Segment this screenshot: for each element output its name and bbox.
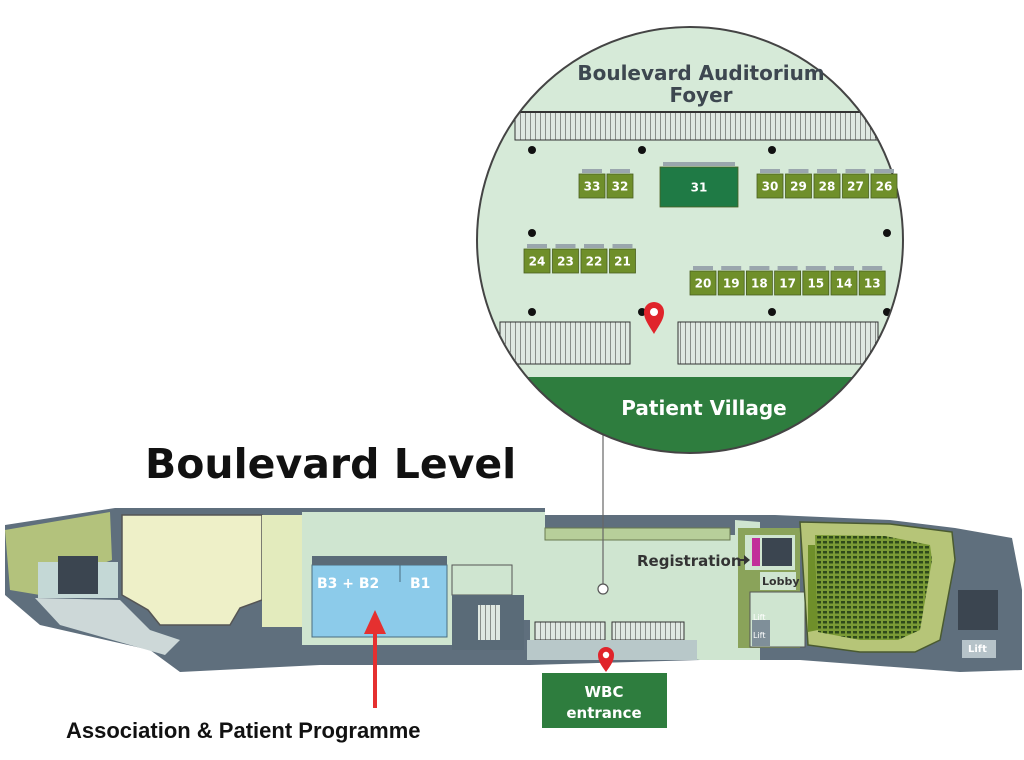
booth-31: 31 [659, 162, 739, 208]
booth-18-label: 18 [751, 276, 768, 290]
room-b3-b2-b1 [311, 564, 448, 638]
booth-24: 24 [523, 244, 551, 274]
foyer-title-line2: Foyer [669, 83, 732, 107]
lift-label-1: Lift [753, 613, 766, 622]
booth-30: 30 [756, 169, 784, 199]
booth-26: 26 [870, 169, 898, 199]
callout-point [597, 583, 609, 595]
room-b3-b2-label: B3 + B2 [317, 576, 379, 592]
lift-right [962, 640, 996, 658]
booth-21: 21 [609, 244, 636, 274]
booth-17: 17 [774, 266, 801, 296]
central-foyer [302, 512, 760, 660]
booth-23-label: 23 [557, 254, 574, 268]
booth-14-label: 14 [836, 276, 853, 290]
booth-17-label: 17 [779, 276, 796, 290]
booth-19-label: 19 [723, 276, 740, 290]
booth-21-label: 21 [614, 254, 631, 268]
booth-33-label: 33 [584, 179, 601, 193]
registration-desk [752, 538, 760, 566]
foyer-zoom-circle: 33 32 31 30 29 28 27 26 24 23 22 21 20 19 18 17 15 14 13 [476, 26, 904, 454]
patient-village-band [477, 377, 903, 453]
main-hall [121, 514, 263, 626]
programme-caption: Association & Patient Programme [66, 718, 421, 743]
patient-village-label: Patient Village [621, 396, 786, 420]
building-outline [5, 508, 1022, 672]
registration-label: Registration [637, 552, 742, 570]
wbc-entrance-box [542, 673, 667, 728]
booth-27-label: 27 [847, 179, 864, 193]
booth-22: 22 [580, 244, 608, 274]
booth-30-label: 30 [762, 179, 779, 193]
booth-26-label: 26 [876, 179, 893, 193]
entrance-label-line2: entrance [566, 704, 641, 722]
lift-label-3: Lift [968, 644, 987, 655]
booth-29-label: 29 [790, 179, 807, 193]
booth-20: 20 [689, 266, 717, 296]
level-title: Boulevard Level [145, 440, 517, 488]
booth-19: 19 [717, 266, 745, 296]
floor-plan [5, 508, 1022, 672]
booth-31-label: 31 [691, 180, 708, 194]
foyer-title-line1: Boulevard Auditorium [577, 61, 824, 85]
booth-27: 27 [842, 169, 869, 199]
booth-14: 14 [830, 266, 858, 296]
side-hall [262, 515, 302, 627]
left-wing [5, 512, 112, 595]
booth-13-label: 13 [864, 276, 881, 290]
booth-32-label: 32 [612, 179, 629, 193]
entrance-label-line1: WBC [585, 683, 624, 701]
booth-24-label: 24 [529, 254, 546, 268]
booth-18: 18 [746, 266, 773, 296]
booth-20-label: 20 [695, 276, 712, 290]
booth-22-label: 22 [586, 254, 603, 268]
booth-group: 33 32 31 30 29 28 27 26 24 23 22 21 20 19 18 17 15 14 13 [523, 162, 898, 296]
auditorium [799, 521, 956, 653]
booth-29: 29 [785, 169, 812, 199]
booth-23: 23 [552, 244, 579, 274]
booth-33: 33 [578, 169, 606, 199]
programme-arrow-icon [364, 610, 386, 708]
booth-15: 15 [802, 266, 830, 296]
room-b1-label: B1 [410, 576, 430, 592]
booth-28: 28 [813, 169, 841, 199]
left-corridor [38, 562, 118, 598]
lift-label-2: Lift [753, 631, 766, 640]
booth-28-label: 28 [819, 179, 836, 193]
booth-15-label: 15 [807, 276, 824, 290]
entrance-pin-icon [598, 647, 614, 672]
booth-13: 13 [858, 266, 886, 296]
booth-32: 32 [606, 169, 634, 199]
lobby-label: Lobby [762, 575, 800, 588]
location-pin-icon [644, 302, 664, 334]
